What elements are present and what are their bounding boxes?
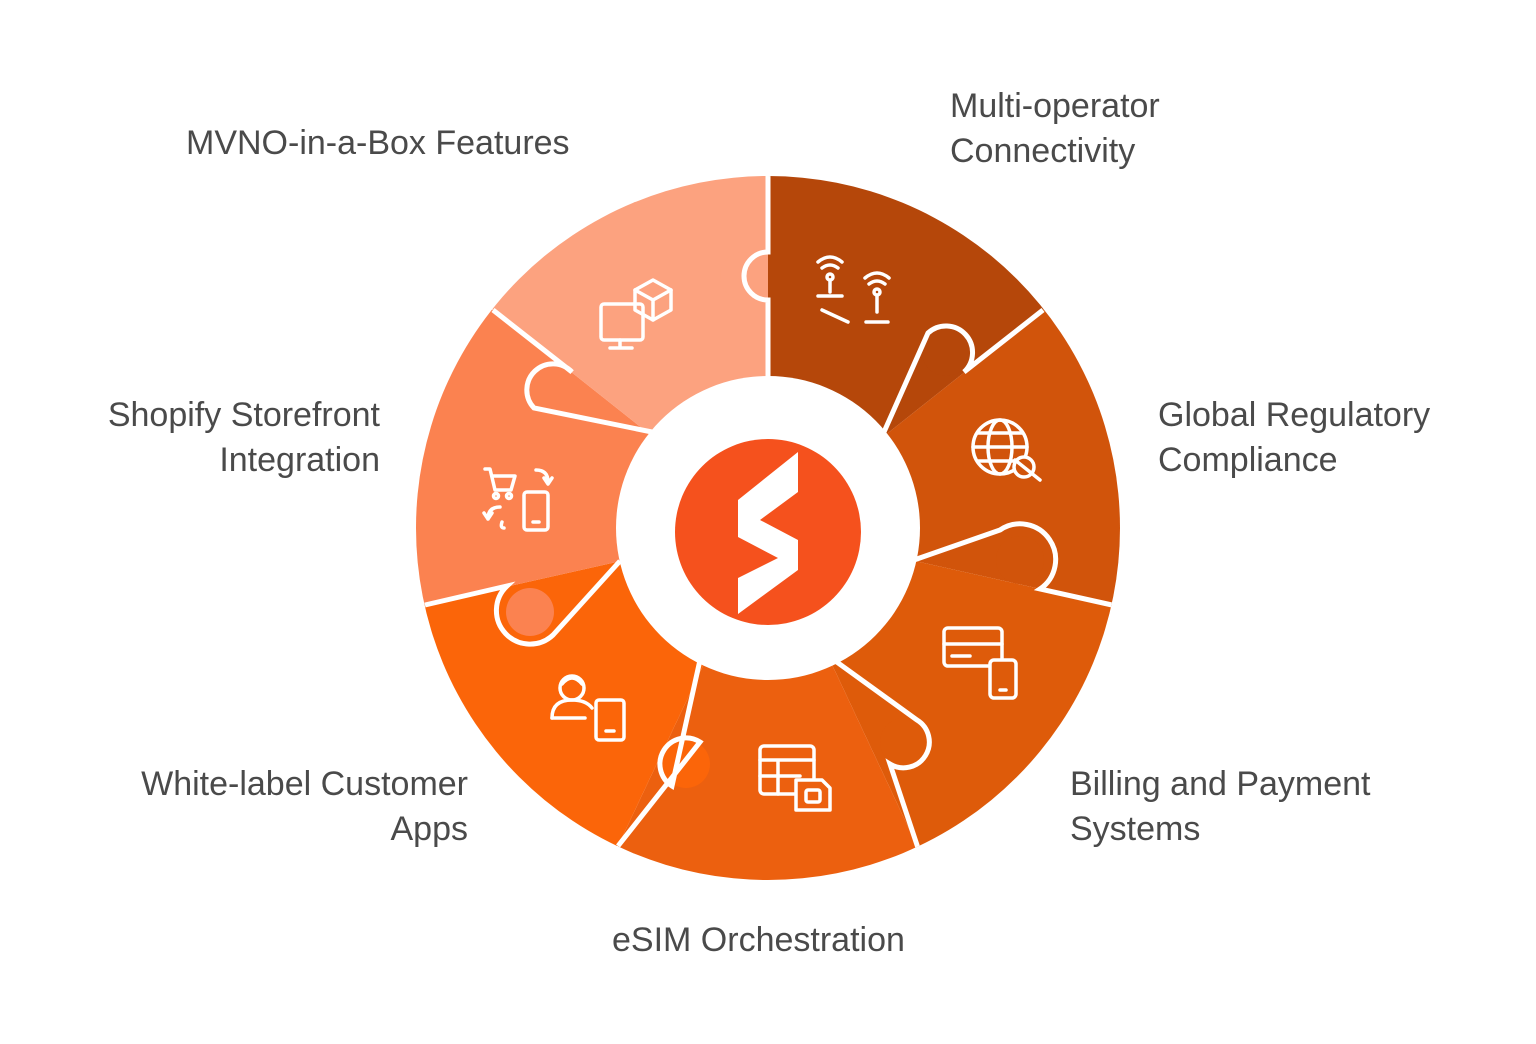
- label-esim-orchestration: eSIM Orchestration: [612, 918, 905, 963]
- s-logo-icon: [675, 439, 861, 625]
- label-global-regulatory-compliance: Global Regulatory Compliance: [1158, 393, 1430, 483]
- segment-dividers: [424, 176, 1113, 849]
- globe-crossed-icon: [971, 418, 1042, 482]
- label-line: Systems: [1070, 810, 1201, 848]
- label-billing-and-payment-systems: Billing and Payment Systems: [1070, 762, 1371, 852]
- card-and-phone-icon: [942, 626, 1018, 700]
- label-line: Connectivity: [950, 132, 1136, 170]
- sim-table-icon: [758, 744, 832, 812]
- label-line: Global Regulatory: [1158, 396, 1431, 434]
- label-shopify-storefront-integration: Shopify Storefront Integration: [108, 393, 380, 483]
- label-line: Multi-operator: [950, 87, 1160, 125]
- label-line: MVNO-in-a-Box Features: [186, 124, 570, 162]
- label-line: Billing and Payment: [1070, 765, 1371, 803]
- label-line: Compliance: [1158, 441, 1338, 479]
- label-line: Shopify Storefront: [107, 396, 380, 434]
- label-mvno-in-a-box-features: MVNO-in-a-Box Features: [186, 121, 570, 166]
- segment-esim-orchestration[interactable]: [618, 528, 918, 900]
- antenna-signal-icon: [816, 255, 891, 324]
- monitor-and-box-icon: [599, 278, 673, 350]
- user-and-device-icon: [550, 674, 626, 742]
- puzzle-tabs: [506, 252, 1044, 788]
- label-line: White-label Customer: [141, 765, 468, 803]
- label-multi-operator-connectivity: Multi-operator Connectivity: [950, 84, 1160, 174]
- cart-and-phone-icon: [482, 467, 554, 532]
- label-line: Apps: [390, 810, 469, 848]
- label-white-label-customer-apps: White-label Customer Apps: [141, 762, 468, 852]
- label-line: Integration: [219, 441, 380, 479]
- label-line: eSIM Orchestration: [612, 921, 905, 959]
